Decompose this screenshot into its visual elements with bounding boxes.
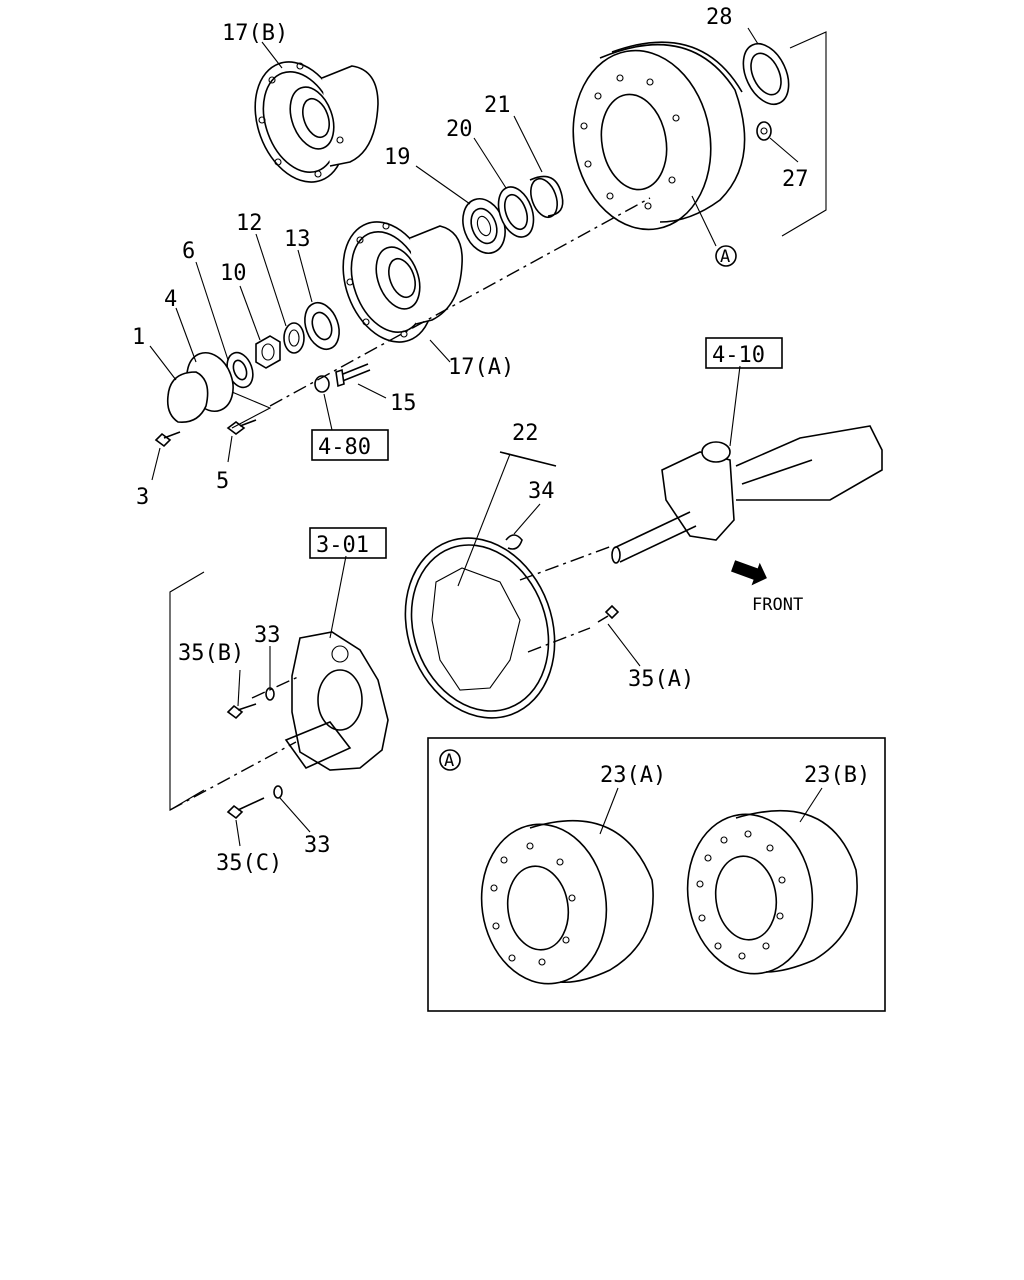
bearing-13 — [304, 301, 340, 351]
axle-housing — [611, 425, 883, 564]
callout-1: 1 — [132, 325, 145, 350]
callout-23a: 23(A) — [600, 763, 666, 788]
callout-17a: 17(A) — [448, 355, 514, 380]
seal-28 — [742, 42, 790, 106]
ref-box-4-10 — [705, 337, 783, 369]
bracket-right — [781, 31, 827, 237]
callout-15: 15 — [390, 391, 417, 416]
brake-drum-main — [572, 41, 746, 231]
inset-a-marker — [439, 749, 461, 771]
nut-27 — [756, 121, 772, 141]
bracket-axis-2 — [169, 741, 297, 811]
callout-27: 27 — [782, 167, 809, 192]
circle-a-marker — [715, 245, 737, 267]
drum-23a — [480, 820, 654, 985]
inset-a-frame — [427, 737, 886, 1012]
cap-1 — [166, 371, 209, 423]
callout-33-upper: 33 — [254, 623, 281, 648]
front-arrow-icon — [731, 560, 767, 586]
callout-17b: 17(B) — [222, 21, 288, 46]
bearing-6 — [226, 351, 254, 389]
callout-3: 3 — [136, 485, 149, 510]
hub-17a — [342, 221, 463, 343]
ref-box-4-80 — [311, 429, 389, 461]
callout-5: 5 — [216, 469, 229, 494]
callout-34: 34 — [528, 479, 555, 504]
bracket-frame — [169, 571, 205, 811]
washer-33-lower — [273, 785, 283, 799]
callout-33-lower: 33 — [304, 833, 331, 858]
callout-12: 12 — [236, 211, 263, 236]
stud-15 — [335, 363, 371, 388]
bracket-3-01 — [284, 631, 389, 771]
callout-inset-a: A — [444, 751, 454, 771]
bolt-5 — [226, 419, 257, 435]
bolt-axis — [527, 627, 591, 653]
backing-axis — [519, 545, 613, 581]
hub-17b — [254, 61, 379, 183]
drum-23b — [686, 810, 858, 975]
backing-plate-22 — [404, 537, 556, 719]
callout-35c: 35(C) — [216, 851, 282, 876]
ring-21 — [529, 175, 564, 219]
spacer-12 — [283, 322, 305, 354]
clip-34 — [505, 534, 523, 550]
callout-21: 21 — [484, 93, 511, 118]
callout-13: 13 — [284, 227, 311, 252]
nut-10 — [255, 335, 281, 369]
callout-35b: 35(B) — [178, 641, 244, 666]
callout-22: 22 — [512, 421, 539, 446]
callout-23b: 23(B) — [804, 763, 870, 788]
nut-480 — [314, 375, 330, 393]
callout-20: 20 — [446, 117, 473, 142]
bolt-3 — [154, 431, 181, 448]
ref-3-01: 3-01 — [316, 533, 369, 558]
callout-circle-a: A — [720, 247, 730, 267]
front-label: FRONT — [752, 595, 803, 615]
callout-4: 4 — [164, 287, 177, 312]
bracket-line — [231, 391, 272, 429]
bolt-35b — [226, 703, 257, 720]
callout-10: 10 — [220, 261, 247, 286]
bolt-35a — [597, 604, 620, 623]
bolt-35c — [226, 797, 265, 820]
ref-4-10: 4-10 — [712, 343, 765, 368]
race-20 — [497, 186, 535, 238]
leader-lines — [149, 27, 823, 847]
callout-28: 28 — [706, 5, 733, 30]
callout-35a: 35(A) — [628, 667, 694, 692]
ref-box-3-01 — [309, 527, 387, 559]
callout-19: 19 — [384, 145, 411, 170]
callout-6: 6 — [182, 239, 195, 264]
ref-4-80: 4-80 — [318, 435, 371, 460]
bracket-axis — [251, 675, 301, 699]
assembly-axis — [269, 197, 651, 407]
